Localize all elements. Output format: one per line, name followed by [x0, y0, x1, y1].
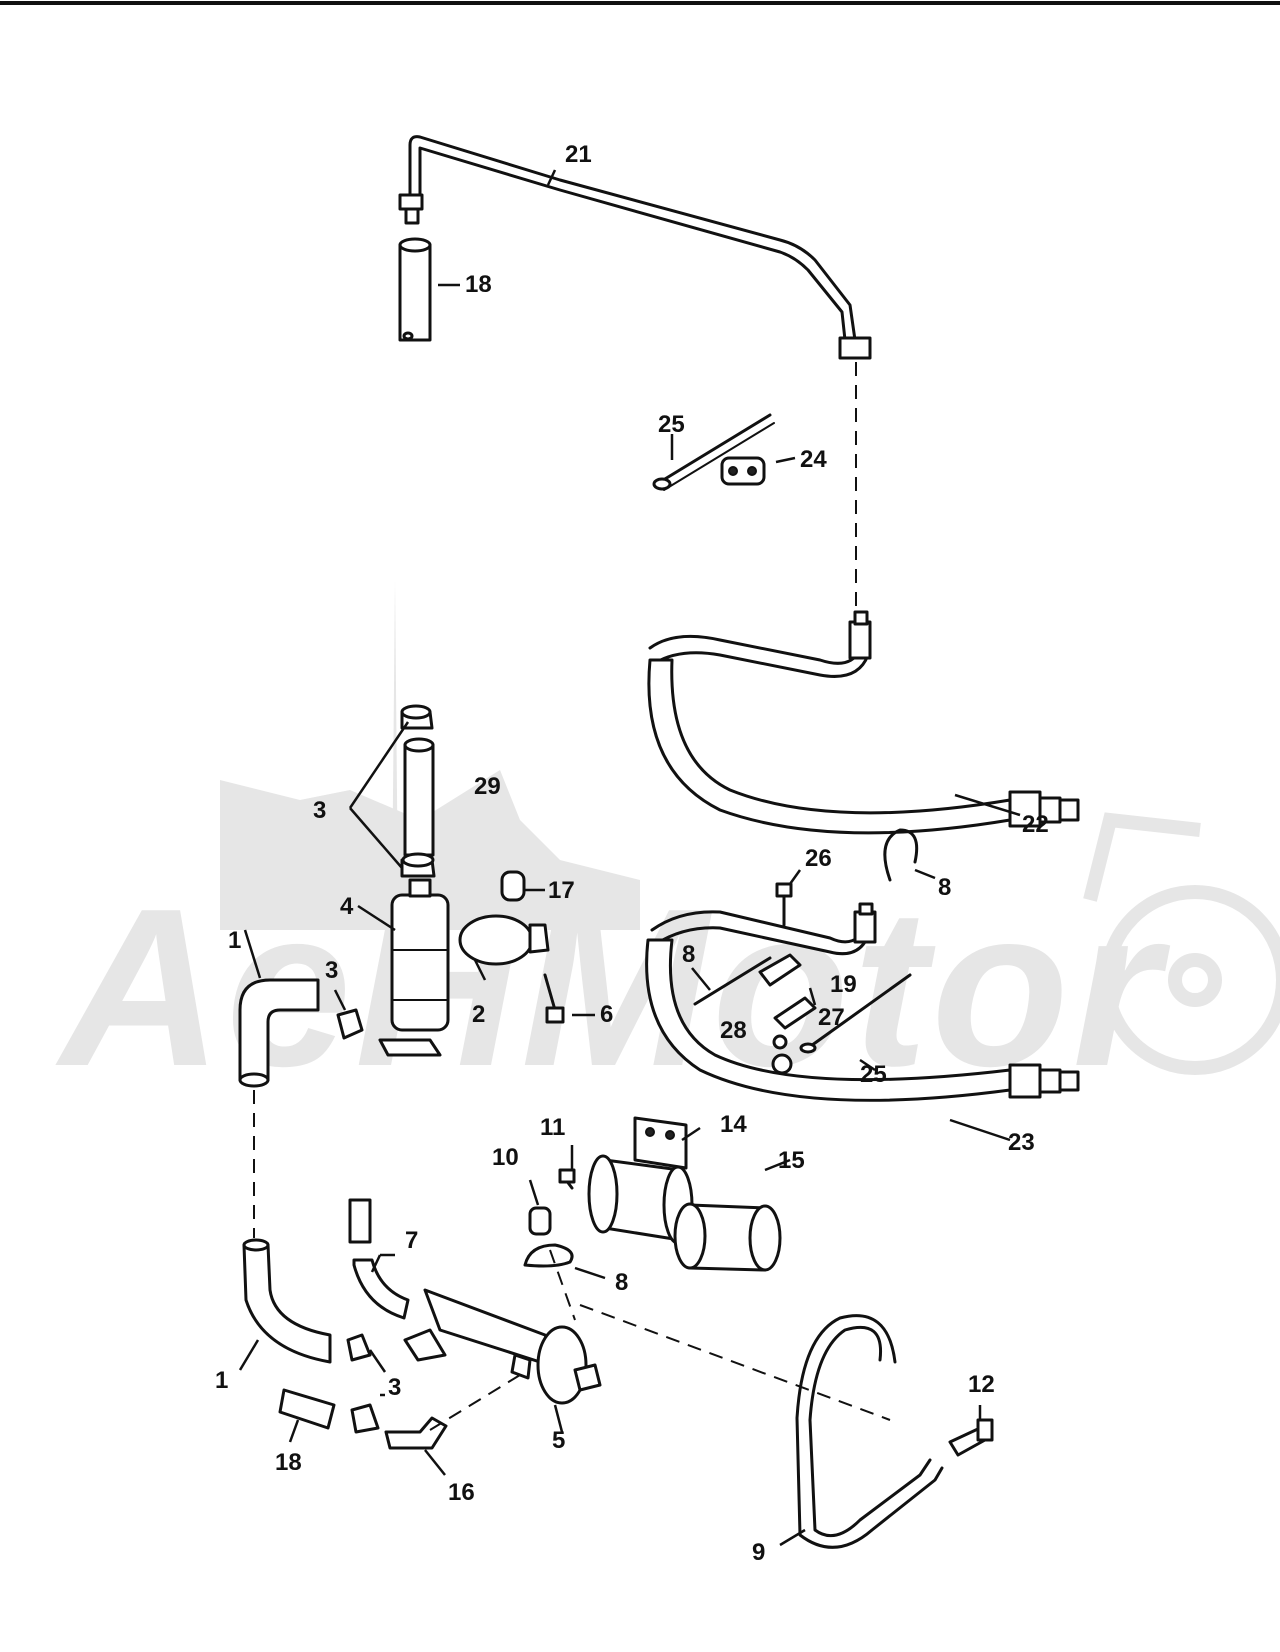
leader-3-top	[348, 721, 410, 809]
part-25-tie-strap-upper	[652, 413, 775, 491]
callout-18-upper: 18	[465, 271, 492, 298]
callout-8-upper: 8	[938, 874, 951, 901]
leader-3-bottom	[349, 807, 403, 869]
callout-19: 19	[830, 971, 857, 998]
callout-1-lower: 1	[215, 1367, 228, 1394]
leader-lines	[238, 169, 1021, 1547]
part-3-clamp-left	[336, 1008, 364, 1040]
part-29-hose	[403, 737, 435, 857]
callout-29: 29	[474, 773, 501, 800]
assembly-dashline-fitting	[429, 1374, 521, 1431]
callout-7: 7	[405, 1227, 418, 1254]
part-28-nut	[771, 1053, 793, 1075]
part-8-clip-lower	[523, 1243, 574, 1268]
part-18-hose-lower	[278, 1388, 336, 1430]
part-27-washer	[772, 1034, 788, 1050]
part-1-hose-lower	[242, 1238, 332, 1364]
part-1-hose-elbow-upper	[238, 978, 320, 1088]
assembly-dashline-canister	[579, 1304, 891, 1421]
callout-27: 27	[818, 1004, 845, 1031]
callout-15: 15	[778, 1147, 805, 1174]
assembly-dashline-clip	[549, 1249, 576, 1321]
part-8-clip-upper	[883, 828, 919, 882]
part-15-sleeve	[673, 1202, 782, 1272]
callout-26: 26	[805, 845, 832, 872]
callout-1-upper: 1	[228, 927, 241, 954]
part-24-grommet	[720, 456, 766, 486]
callout-22: 22	[1022, 811, 1049, 838]
part-18-hose-upper	[398, 237, 432, 342]
part-25-tie-strap-lower	[799, 973, 912, 1054]
callout-16: 16	[448, 1479, 475, 1506]
part-26-bolt	[775, 882, 793, 927]
callout-5: 5	[552, 1427, 565, 1454]
callout-3-lower: 3	[388, 1374, 401, 1401]
callout-labels: 21 18 25 24 22 26 8 17 4 3 29 1 3 2 6 8 …	[215, 141, 1049, 1566]
callout-28: 28	[720, 1017, 747, 1044]
callout-6: 6	[600, 1001, 613, 1028]
part-6-screw	[543, 973, 565, 1024]
callout-3-left: 3	[325, 957, 338, 984]
part-4-filter-dryer	[378, 878, 450, 1057]
callout-12: 12	[968, 1371, 995, 1398]
callout-18-lower: 18	[275, 1449, 302, 1476]
part-3-clamp-top	[400, 704, 434, 730]
callout-17: 17	[548, 877, 575, 904]
part-3-clamps-lower	[346, 1333, 380, 1434]
callout-9: 9	[752, 1539, 765, 1566]
part-12-fitting	[948, 1418, 994, 1457]
part-8-tie-strap-middle	[693, 956, 772, 1006]
callout-25-upper: 25	[658, 411, 685, 438]
callout-4: 4	[340, 893, 354, 920]
callout-11: 11	[540, 1114, 565, 1141]
callout-24: 24	[800, 446, 827, 473]
part-19-clamps	[758, 953, 817, 1030]
part-5-canister	[403, 1288, 602, 1405]
part-2-clamp-bracket	[458, 914, 550, 966]
callout-8-lower: 8	[615, 1269, 628, 1296]
part-23-hose-assembly	[645, 902, 1080, 1102]
callout-10: 10	[492, 1144, 519, 1171]
part-21-rigid-line	[398, 135, 872, 360]
part-22-hose-assembly	[647, 610, 1080, 835]
part-16-elbow-fitting	[384, 1416, 448, 1450]
part-7-small-hoses	[348, 1198, 410, 1320]
callout-2: 2	[472, 1001, 485, 1028]
part-17-spacer	[500, 870, 526, 902]
callout-8-middle: 8	[682, 941, 695, 968]
part-14-bracket-sleeve	[587, 1116, 694, 1245]
callout-3-top: 3	[313, 797, 326, 824]
callout-25-lower: 25	[860, 1061, 887, 1088]
part-9-hose-loop	[795, 1314, 944, 1549]
callout-23: 23	[1008, 1129, 1035, 1156]
callout-21: 21	[565, 141, 592, 168]
part-3-clamp-middle	[400, 852, 436, 878]
callout-14: 14	[720, 1111, 747, 1138]
part-11-screw	[558, 1168, 576, 1190]
part-10-cap	[528, 1206, 552, 1236]
